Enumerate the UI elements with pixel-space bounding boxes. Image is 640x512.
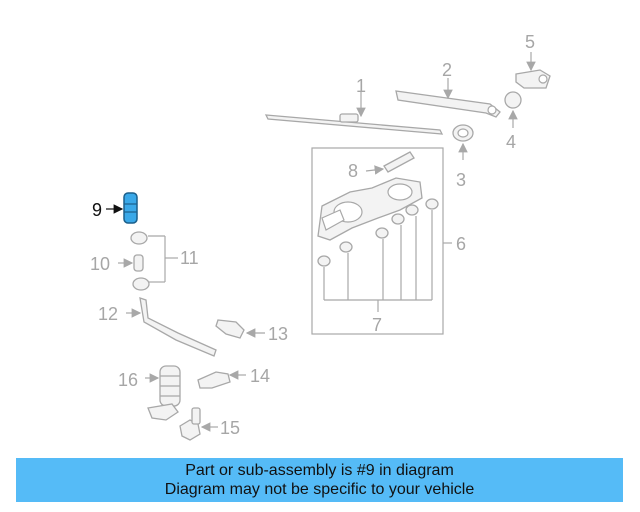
callout-16: 16 xyxy=(118,370,138,390)
wiper-motor-part[interactable] xyxy=(317,177,423,241)
info-banner: Part or sub-assembly is #9 in diagram Di… xyxy=(16,458,623,502)
elbow-connector-part[interactable] xyxy=(179,407,218,441)
callout-13: 13 xyxy=(268,324,288,344)
callout-10: 10 xyxy=(90,254,110,274)
callout-1: 1 xyxy=(356,76,366,96)
cap-part[interactable] xyxy=(504,91,522,128)
washer-nozzle-part[interactable] xyxy=(515,52,551,89)
callout-11: 11 xyxy=(180,248,199,268)
banner-line-2: Diagram may not be specific to your vehi… xyxy=(164,481,475,498)
callout-9: 9 xyxy=(92,200,102,220)
wiper-blade-part[interactable] xyxy=(264,92,444,135)
grommet-part[interactable] xyxy=(452,124,474,160)
check-valve-part[interactable] xyxy=(197,370,246,389)
callout-5: 5 xyxy=(525,32,535,52)
washer-hose-connector-part[interactable] xyxy=(106,192,138,224)
parts-diagram: 1 2 3 4 5 6 8 xyxy=(90,32,551,441)
bushing-part[interactable] xyxy=(365,151,415,175)
wiper-arm-part[interactable] xyxy=(395,78,501,118)
callout-14: 14 xyxy=(250,366,270,386)
washer-pump-part[interactable] xyxy=(145,365,181,421)
hose-joint-part[interactable] xyxy=(215,319,265,339)
callout-3: 3 xyxy=(456,170,466,190)
callout-15: 15 xyxy=(220,418,240,438)
hose-clip-parts[interactable] xyxy=(118,231,178,291)
callout-7: 7 xyxy=(372,315,382,335)
banner-line-1: Part or sub-assembly is #9 in diagram xyxy=(185,462,454,479)
callout-6: 6 xyxy=(456,234,466,254)
callout-8: 8 xyxy=(348,161,358,181)
motor-grommets-part[interactable] xyxy=(317,198,439,312)
motor-assembly-box xyxy=(311,147,444,335)
callout-2: 2 xyxy=(442,60,452,80)
washer-hose-part[interactable] xyxy=(126,297,217,357)
callout-12: 12 xyxy=(98,304,118,324)
callout-4: 4 xyxy=(506,132,516,152)
